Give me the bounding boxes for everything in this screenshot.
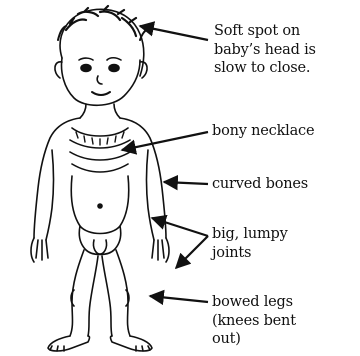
label-bony-necklace: bony necklace (212, 122, 314, 141)
label-bowed-legs: bowed legs (knees bent out) (212, 293, 296, 349)
arrow-soft-spot (140, 26, 208, 40)
label-soft-spot: Soft spot on baby’s head is slow to clos… (214, 22, 316, 78)
label-soft-spot-line-3: slow to close. (214, 59, 316, 78)
label-bowed-legs-line-3: out) (212, 330, 296, 349)
arrow-bony-necklace (122, 132, 208, 150)
arrow-curved-bones (164, 182, 208, 184)
label-lumpy-joints-line-2: joints (212, 244, 288, 263)
label-bony-necklace-line-1: bony necklace (212, 122, 314, 141)
label-soft-spot-line-2: baby’s head is (214, 41, 316, 60)
child-figure-illustration (31, 6, 169, 351)
label-soft-spot-line-1: Soft spot on (214, 22, 316, 41)
label-bowed-legs-line-1: bowed legs (212, 293, 296, 312)
label-bowed-legs-line-2: (knees bent (212, 312, 296, 331)
label-lumpy-joints-line-1: big, lumpy (212, 225, 288, 244)
arrow-joints-lower (176, 236, 208, 268)
arrow-joints-upper (152, 218, 208, 236)
label-curved-bones: curved bones (212, 175, 308, 194)
label-lumpy-joints: big, lumpy joints (212, 225, 288, 262)
arrow-bowed-legs (150, 296, 208, 302)
label-curved-bones-line-1: curved bones (212, 175, 308, 194)
